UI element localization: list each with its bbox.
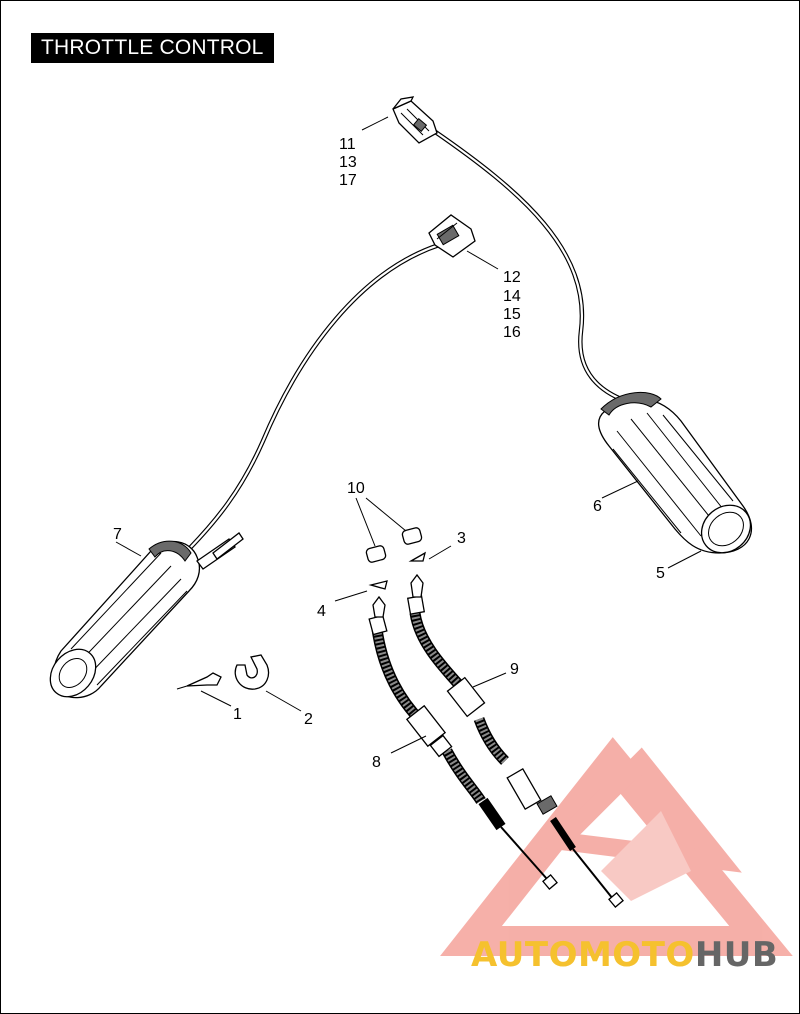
callout-10: 10 (347, 480, 365, 497)
callout-11: 11 (339, 136, 356, 153)
callout-12: 12 (503, 269, 521, 286)
callout-1: 1 (233, 706, 242, 723)
callout-3: 3 (457, 530, 466, 547)
connector-12 (428, 214, 476, 258)
callout-8: 8 (372, 754, 381, 771)
clip-screw-1-2 (176, 654, 270, 690)
callout-16: 16 (503, 324, 521, 341)
connector-11 (392, 96, 438, 144)
left-grip (49, 242, 442, 699)
diagram-title: THROTTLE CONTROL (31, 33, 274, 63)
callout-15: 15 (503, 306, 521, 323)
callout-2: 2 (304, 711, 313, 728)
watermark-logo (440, 737, 793, 956)
watermark-text-part1: AUTOMOTO (471, 935, 695, 975)
callout-4: 4 (317, 603, 326, 620)
watermark-text: AUTOMOTOHUB (471, 935, 778, 975)
leader-lines (115, 116, 702, 754)
throttle-cables (368, 573, 624, 908)
callout-14: 14 (503, 288, 521, 305)
callout-6: 6 (593, 498, 602, 515)
watermark-text-part2: HUB (695, 935, 778, 975)
callout-5: 5 (656, 565, 665, 582)
callout-9: 9 (510, 661, 519, 678)
callout-17: 17 (339, 172, 357, 189)
right-grip (431, 128, 753, 554)
callout-7: 7 (113, 526, 122, 543)
callout-13: 13 (339, 154, 357, 171)
small-parts (365, 527, 427, 590)
